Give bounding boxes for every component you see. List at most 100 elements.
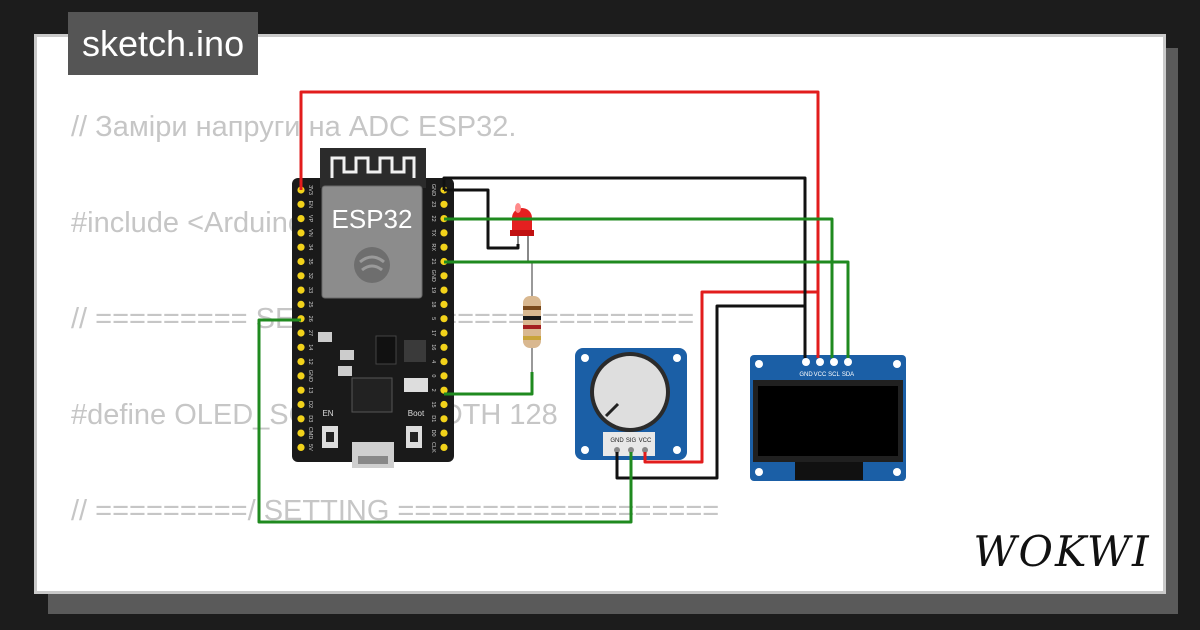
esp32-left-pin[interactable] [297,272,305,280]
esp32-right-pin[interactable] [440,358,448,366]
esp32-pin-label: VP [307,215,313,223]
esp32-pin-label: 35 [307,258,313,264]
esp32-pin-label: TX [430,229,436,236]
esp32-pin-label: VN [307,229,313,237]
esp32-pin-label: GND [307,370,313,382]
potentiometer-module[interactable]: GND SIG VCC [575,348,687,460]
esp32-left-pin[interactable] [297,257,305,266]
esp32-right-pin[interactable] [440,372,448,380]
esp32-left-pin[interactable] [297,358,305,366]
esp32-left-pin-header: 3V3ENVPVN343532332526271412GND13D2D3CMD5… [297,185,313,451]
esp32-right-pin[interactable] [440,315,448,323]
wire-green-pot-sig [257,318,633,524]
esp32-pin-label: 17 [430,330,436,336]
esp32-pin-label: D1 [430,415,436,422]
esp32-left-pin[interactable] [297,200,305,208]
esp32-right-pin[interactable] [440,329,448,337]
esp32-right-pin[interactable] [440,429,448,437]
esp32-pin-label: 32 [307,273,313,279]
esp32-pin-label: D3 [307,415,313,422]
en-button-label: EN [322,409,333,418]
esp32-pin-label: 15 [430,401,436,407]
wire-black-gnd-oled [442,176,807,358]
esp32-left-pin[interactable] [297,400,305,409]
oled-pin-scl-label: SCL [828,372,840,378]
esp32-pin-label: 26 [307,316,313,322]
esp32-pin-label: 19 [430,287,436,293]
esp32-left-pin[interactable] [297,443,305,451]
esp32-right-pin[interactable] [440,415,448,423]
esp32-board[interactable]: ESP32 EN Boot 3V3ENVPVN34353233252627141… [292,148,454,468]
esp32-left-pin[interactable] [297,386,305,394]
pot-pin-sig-label: SIG [626,438,637,444]
esp32-pin-label: 2 [430,389,436,392]
esp32-left-pin[interactable] [297,329,305,337]
wire-green-sda [444,260,850,358]
oled-pin-vcc-label: VCC [814,372,827,378]
esp32-pin-label: 33 [307,287,313,293]
esp32-left-pin[interactable] [297,429,305,437]
esp32-pin-label: 14 [307,344,313,350]
esp32-pin-label: 27 [307,330,313,336]
esp32-right-pin[interactable] [440,300,448,308]
wires [257,90,850,524]
esp32-pin-label: 23 [430,201,436,207]
esp32-pin-label: RX [430,243,436,251]
wire-green-scl [444,217,834,358]
wire-black-pot-gnd [615,304,805,480]
esp32-pin-label: CLK [430,442,436,453]
esp32-right-pin[interactable] [440,343,448,351]
esp32-pin-label: 0 [430,374,436,377]
wire-black-gnd-led [444,188,520,250]
esp32-pin-label: GND [430,270,436,282]
esp32-right-pin[interactable] [440,286,448,294]
esp32-pin-label: 25 [307,301,313,307]
file-title-tab[interactable]: sketch.ino [68,12,259,75]
oled-pin-gnd-label: GND [799,372,813,378]
esp32-right-pin[interactable] [440,229,448,237]
esp32-left-pin[interactable] [297,300,305,308]
esp32-right-pin[interactable] [440,200,448,208]
esp32-pin-label: CMD [307,427,313,440]
esp32-pin-label: 3V3 [307,185,313,195]
oled-display-module[interactable]: GND VCC SCL SDA [750,355,906,481]
esp32-label: ESP32 [332,204,413,234]
esp32-pin-label: 18 [430,301,436,307]
esp32-right-pin[interactable] [440,272,448,280]
wokwi-logo: WOKWI [973,527,1150,576]
esp32-pin-label: 5V [307,444,313,451]
esp32-left-pin[interactable] [297,286,305,294]
esp32-pin-label: 21 [430,258,436,264]
esp32-left-pin[interactable] [297,415,305,423]
esp32-pin-label: GND [430,184,436,196]
esp32-pin-label: 22 [430,216,436,222]
red-led[interactable] [510,203,534,262]
esp32-right-pin[interactable] [440,443,448,451]
oled-pin-sda-label: SDA [842,372,854,378]
esp32-right-pin[interactable] [440,400,448,409]
wire-red-3v3-oled-vcc [299,90,820,358]
wire-red-pot-vcc [643,290,818,464]
esp32-pin-label: 12 [307,359,313,365]
esp32-right-pin[interactable] [440,386,448,394]
resistor[interactable] [523,262,541,372]
esp32-left-pin[interactable] [297,372,305,380]
wire-green-resistor [444,372,534,396]
esp32-right-pin[interactable] [440,243,448,251]
boot-button-label: Boot [408,409,425,418]
esp32-pin-label: 5 [430,317,436,320]
esp32-left-pin[interactable] [297,229,305,237]
esp32-pin-label: 13 [307,387,313,393]
esp32-pin-label: 4 [430,360,436,363]
esp32-left-pin[interactable] [297,243,305,251]
esp32-left-pin[interactable] [297,343,305,351]
code-line-1: // Заміри напруги на ADC ESP32. [71,111,517,143]
code-card: // Заміри напруги на ADC ESP32. #include… [34,34,1166,594]
esp32-left-pin[interactable] [297,215,305,223]
potentiometer-knob[interactable] [594,356,666,428]
usb-port [352,442,394,468]
esp32-pin-label: D2 [307,401,313,408]
esp32-pin-label: 16 [430,344,436,350]
esp32-pin-label: EN [307,200,313,208]
